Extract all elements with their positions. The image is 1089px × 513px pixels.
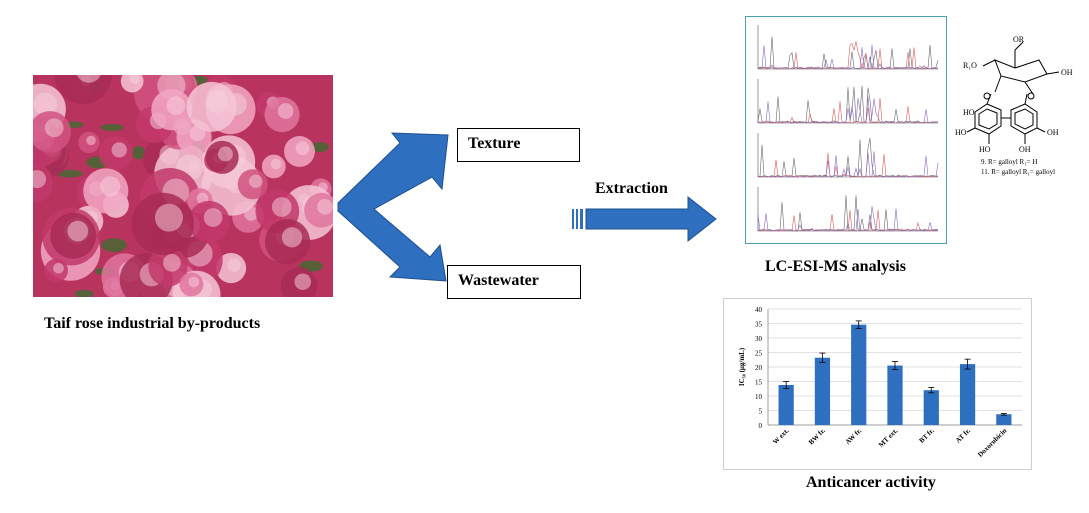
texture-box: Texture: [457, 128, 580, 162]
y-tick-label: 5: [759, 408, 763, 416]
rose-highlight-shape: [218, 146, 233, 162]
structure-oh-2: OH: [1019, 145, 1031, 154]
y-tick-label: 40: [755, 306, 763, 314]
rose-highlight-shape: [295, 141, 310, 156]
wastewater-box: Wastewater: [447, 265, 581, 299]
structure-graphic: OR R₁O OH HO HO OH OH HO 9. R= galloyl R…: [955, 35, 1073, 176]
wastewater-label: Wastewater: [458, 272, 539, 289]
rose-highlight-shape: [154, 203, 183, 232]
rose-highlight-shape: [44, 118, 64, 138]
rose-highlight-shape: [281, 227, 303, 248]
rose-highlight-shape: [227, 258, 241, 272]
chromatogram-graphic: [757, 25, 939, 232]
rose-highlight-shape: [129, 75, 140, 84]
x-tick-label: Doxorubicin: [976, 427, 1008, 459]
lc-ms-caption: LC-ESI-MS analysis: [765, 258, 906, 275]
y-tick-label: 15: [755, 379, 763, 387]
rose-highlight-shape: [166, 96, 186, 115]
rose-petal-shape: [54, 75, 112, 105]
chromatogram-trace: [757, 96, 939, 124]
bar: [851, 324, 867, 425]
y-tick-label: 20: [755, 364, 763, 372]
structure-oh-3: OH: [1047, 128, 1059, 137]
rose-highlight-shape: [248, 174, 263, 189]
rose-highlight-shape: [111, 142, 127, 158]
rose-highlight-shape: [163, 253, 181, 272]
rose-highlight-shape: [270, 158, 282, 170]
rose-highlight-shape: [100, 176, 121, 197]
leaf-shape: [55, 169, 83, 178]
x-tick-label: MT ext.: [877, 427, 900, 450]
chromatogram-trace: [757, 36, 939, 70]
structure-oh-1: OH: [1061, 68, 1073, 77]
leaf-shape: [131, 146, 146, 160]
y-tick-label: 35: [755, 321, 763, 329]
rose-highlight-shape: [53, 262, 64, 274]
y-tick-label: 0: [759, 422, 763, 430]
compound-9-label: 9. R= galloyl R₁= H: [981, 158, 1037, 166]
rose-highlight-shape: [33, 170, 47, 189]
rose-by-products-photo: [33, 75, 333, 297]
rose-highlight-shape: [188, 276, 200, 288]
y-tick-label: 10: [755, 393, 763, 401]
leaf-shape: [101, 238, 127, 253]
rose-highlight-shape: [77, 75, 101, 83]
rose-highlight-shape: [205, 90, 228, 114]
rose-highlight-shape: [271, 197, 292, 217]
extraction-label: Extraction: [595, 180, 668, 197]
rose-highlight-shape: [317, 198, 333, 215]
extraction-arrow-icon: [572, 195, 717, 243]
x-tick-label: AW fr.: [844, 427, 864, 447]
structure-ho-1: HO: [955, 128, 967, 137]
chromatogram-trace: [757, 195, 939, 232]
leaf-shape: [74, 289, 94, 297]
lc-ms-chromatograms: [745, 16, 947, 244]
rose-photo-graphic: [33, 75, 333, 297]
bar: [887, 365, 903, 425]
bar: [814, 357, 831, 425]
structure-or: OR: [1013, 35, 1025, 44]
split-arrow-icon: [337, 132, 449, 282]
ellagitannin-structure: OR R₁O OH HO HO OH OH HO 9. R= galloyl R…: [955, 20, 1085, 190]
x-tick-label: BT fr.: [918, 427, 936, 445]
chromatogram-trace: [757, 206, 939, 232]
bar: [996, 414, 1012, 425]
structure-ho-3: HO: [963, 108, 975, 117]
structure-ho-2: HO: [979, 145, 991, 154]
chromatogram-trace: [757, 85, 939, 124]
bar: [959, 364, 976, 425]
x-tick-label: AT fr.: [954, 427, 972, 445]
chromatogram-trace: [757, 44, 939, 70]
chromatogram-trace: [757, 151, 939, 178]
chromatogram-trace: [757, 152, 939, 178]
chromatogram-trace: [757, 138, 939, 178]
y-axis-label: IC₅₀ (μg/mL): [738, 347, 746, 386]
bar: [923, 390, 939, 425]
rose-highlight-shape: [196, 192, 209, 205]
chromatogram-trace: [757, 209, 939, 232]
rose-highlight-shape: [203, 208, 223, 227]
texture-label: Texture: [468, 135, 521, 152]
x-tick-label: W ext.: [771, 427, 790, 446]
x-tick-label: BW fr.: [807, 427, 827, 447]
y-tick-label: 30: [755, 335, 763, 343]
rose-highlight-shape: [33, 92, 57, 116]
bar: [778, 384, 794, 425]
compound-11-label: 11. R= galloyl R₁= galloyl: [981, 168, 1055, 176]
rose-highlight-shape: [67, 220, 89, 242]
rose-highlight-shape: [294, 273, 312, 291]
y-tick-label: 25: [755, 350, 763, 358]
anticancer-caption: Anticancer activity: [806, 474, 936, 491]
structure-r1o: R₁O: [963, 61, 977, 70]
rose-highlight-shape: [277, 103, 294, 119]
chromatogram-trace: [757, 97, 939, 124]
rose-caption: Taif rose industrial by-products: [44, 315, 261, 332]
leaf-shape: [100, 124, 125, 132]
rose-highlight-shape: [86, 135, 96, 146]
